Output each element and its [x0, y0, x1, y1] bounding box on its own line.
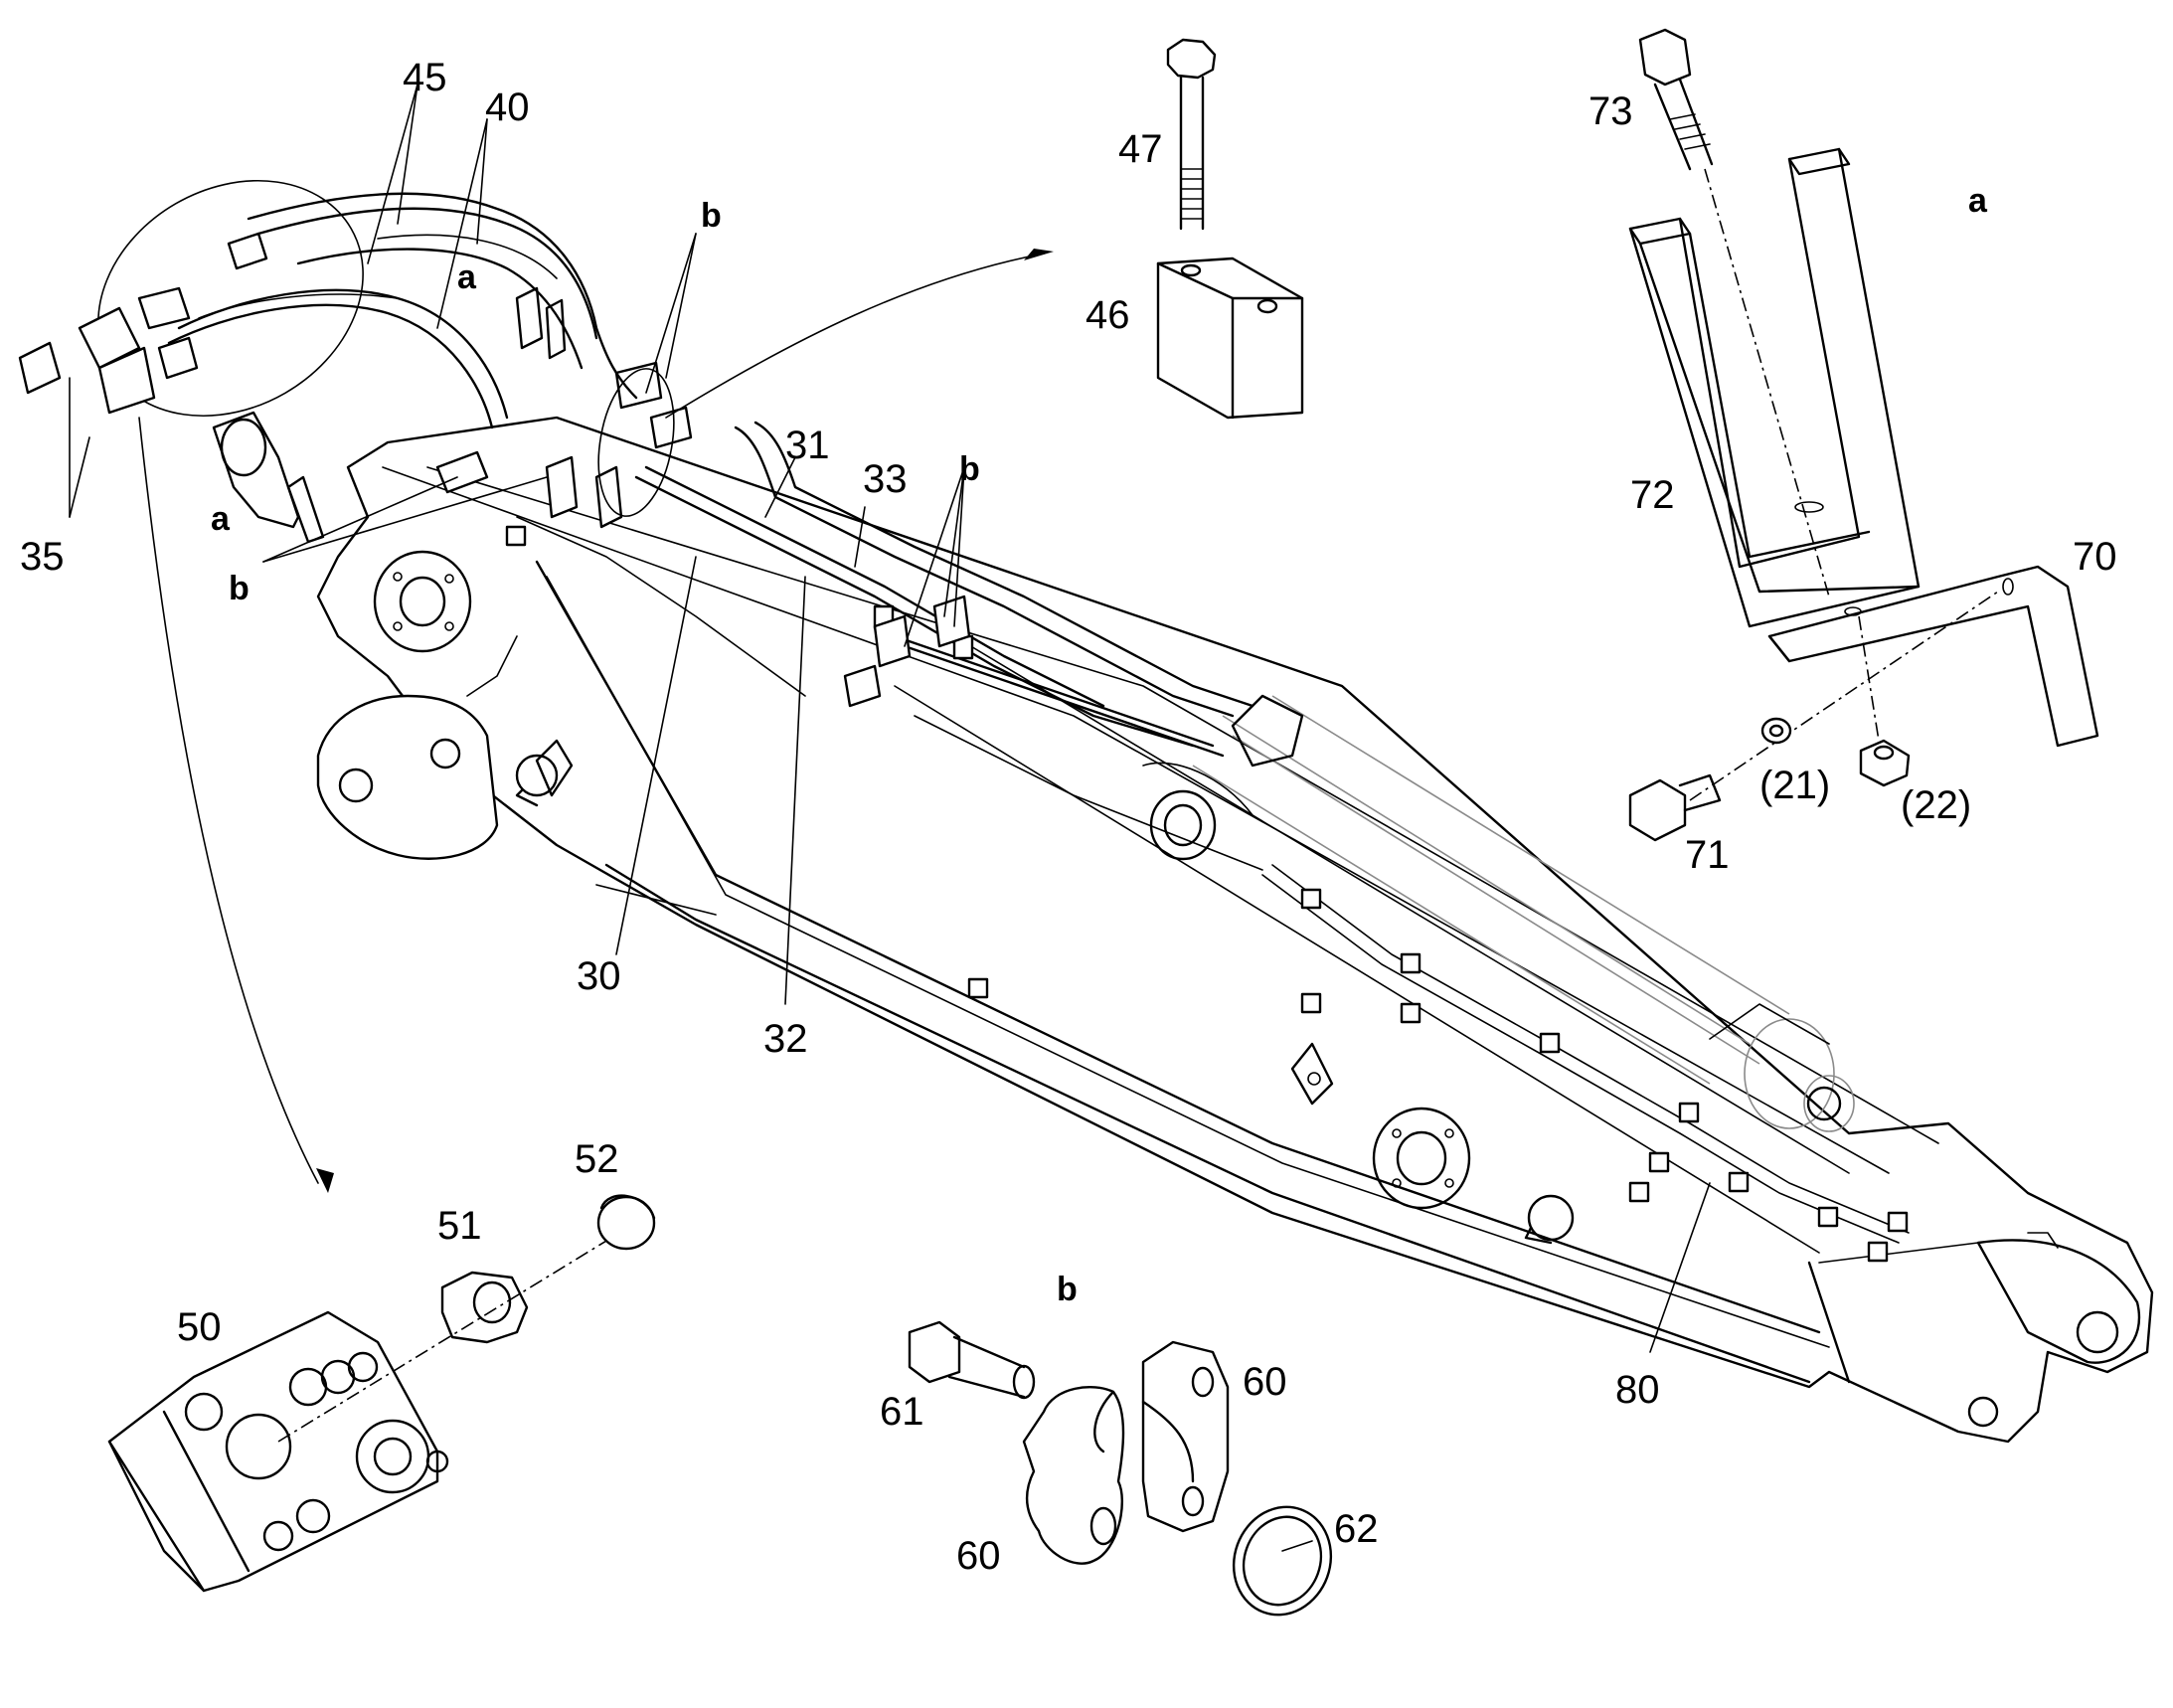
part-62-o-ring — [1232, 1505, 1333, 1617]
fittings-35 — [18, 232, 268, 415]
part-72-u-bracket — [1628, 147, 1921, 628]
part-61-screw — [908, 1320, 1036, 1400]
detail-circle-35 — [97, 179, 364, 418]
label-73: 73 — [1588, 89, 1633, 133]
label-b-left: b — [229, 570, 250, 607]
label-51: 51 — [437, 1204, 482, 1248]
lower-boom-boss — [1290, 1042, 1575, 1245]
boom-foot — [316, 550, 574, 860]
label-b-detail: b — [1057, 1271, 1078, 1308]
part-60-split-flange-right — [1141, 1340, 1230, 1533]
detail-circle-b — [597, 368, 675, 517]
label-61: 61 — [880, 1390, 924, 1434]
part-60-split-flange-left — [1022, 1385, 1125, 1565]
label-35: 35 — [20, 535, 65, 579]
label-62: 62 — [1334, 1507, 1379, 1551]
label-60-left: 60 — [956, 1534, 1001, 1578]
part-71-bolt — [1628, 773, 1722, 842]
upper-bracket-a — [515, 286, 567, 360]
part-46-block — [1156, 256, 1304, 420]
label-72: 72 — [1630, 473, 1675, 517]
part-47-bolt — [1166, 38, 1217, 231]
detail-arrow-50 — [138, 417, 319, 1184]
label-47: 47 — [1118, 127, 1163, 171]
part-50-valve-block — [107, 1310, 449, 1593]
label-31: 31 — [785, 424, 830, 467]
label-46: 46 — [1086, 293, 1130, 337]
label-52: 52 — [575, 1137, 619, 1181]
label-a-lug: a — [211, 500, 230, 538]
label-40: 40 — [485, 85, 530, 129]
hose-clamps — [505, 525, 1909, 1263]
hose-bundle-40-45 — [167, 192, 638, 429]
upper-left-lug — [212, 411, 325, 544]
label-50: 50 — [177, 1305, 222, 1349]
boom-arm — [316, 416, 2154, 1444]
label-a-boom: a — [457, 258, 476, 296]
label-33: 33 — [863, 457, 908, 501]
label-30: 30 — [577, 954, 621, 998]
label-70: 70 — [2073, 535, 2117, 579]
detail-arrow-46 — [665, 253, 1045, 419]
part-22-nut — [1859, 739, 1911, 787]
label-b-mid: b — [959, 450, 980, 488]
label-80: 80 — [1615, 1368, 1660, 1412]
boom-cylinder — [1192, 694, 1855, 1132]
part-70-angle-bracket — [1689, 565, 2099, 801]
part-21-washer — [1760, 717, 1792, 745]
leader-lines — [69, 84, 1711, 1353]
part-52-cap — [596, 1194, 656, 1251]
label-60-right: 60 — [1243, 1360, 1287, 1404]
hose-lines — [634, 421, 1910, 1244]
label-21: (21) — [1759, 764, 1831, 807]
label-a-top-right: a — [1968, 182, 1987, 220]
label-22: (22) — [1901, 783, 1972, 827]
label-45: 45 — [403, 56, 447, 99]
label-32: 32 — [763, 1017, 808, 1061]
part-51-nut — [277, 1237, 612, 1443]
label-71: 71 — [1685, 833, 1730, 877]
label-b-upper: b — [701, 197, 722, 235]
part-73-screw — [1638, 28, 1830, 598]
